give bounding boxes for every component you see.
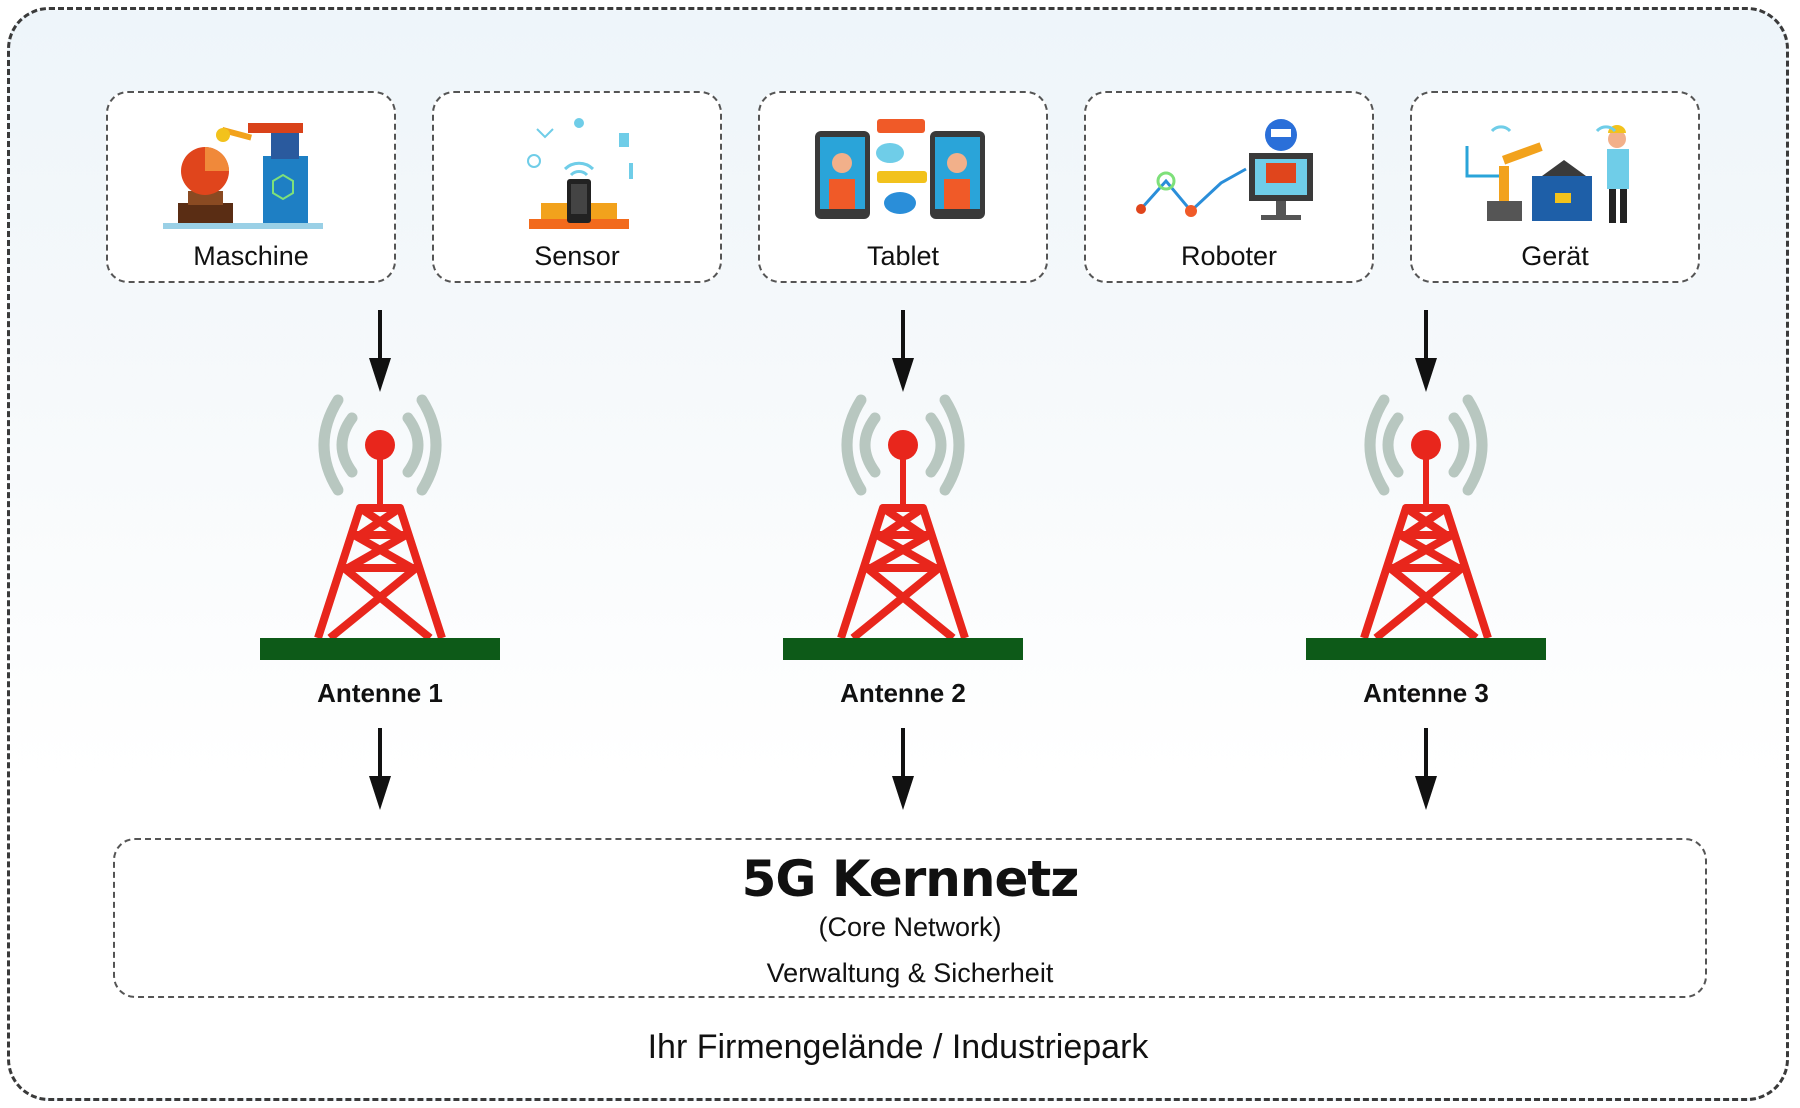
arrow-down-icon [892,310,914,392]
device-card-maschine: Maschine [106,91,396,283]
industrial-device-worker-icon [1465,125,1629,223]
antenna-tower-icon [783,394,1023,660]
arrow-down-icon [1415,728,1437,810]
arrow-down-icon [369,310,391,392]
antenna-label: Antenne 3 [1363,678,1489,708]
device-card-sensor: Sensor [432,91,722,283]
company-premises-frame: Maschine Sensor [7,7,1789,1101]
arrow-down-icon [369,728,391,810]
device-label: Roboter [1180,241,1278,271]
device-card-tablet: Tablet [758,91,1048,283]
device-label: Gerät [1521,241,1589,271]
premises-label: Ihr Firmengelände / Industriepark [647,1028,1149,1066]
core-network-subtitle: (Core Network) [818,912,1002,942]
arrow-down-icon [892,728,914,810]
antenna-tower-icon [1306,394,1546,660]
core-network-box: 5G Kernnetz (Core Network) Verwaltung & … [113,838,1707,998]
device-card-geraet: Gerät [1410,91,1700,283]
antenna-tower-icon [260,394,500,660]
antenna-label: Antenne 2 [840,678,966,708]
robot-icon [1136,119,1313,220]
core-network-description: Verwaltung & Sicherheit [766,958,1054,988]
antenna-label: Antenne 1 [317,678,443,708]
robotic-arm-machine-icon [163,123,323,229]
core-network-title: 5G Kernnetz [741,850,1080,908]
sensor-smartphone-icon [527,118,633,229]
arrow-down-icon [1415,310,1437,392]
device-label: Maschine [193,241,309,271]
device-label: Tablet [866,241,940,271]
device-card-roboter: Roboter [1084,91,1374,283]
device-label: Sensor [534,241,620,271]
tablet-chat-icon [815,119,985,219]
